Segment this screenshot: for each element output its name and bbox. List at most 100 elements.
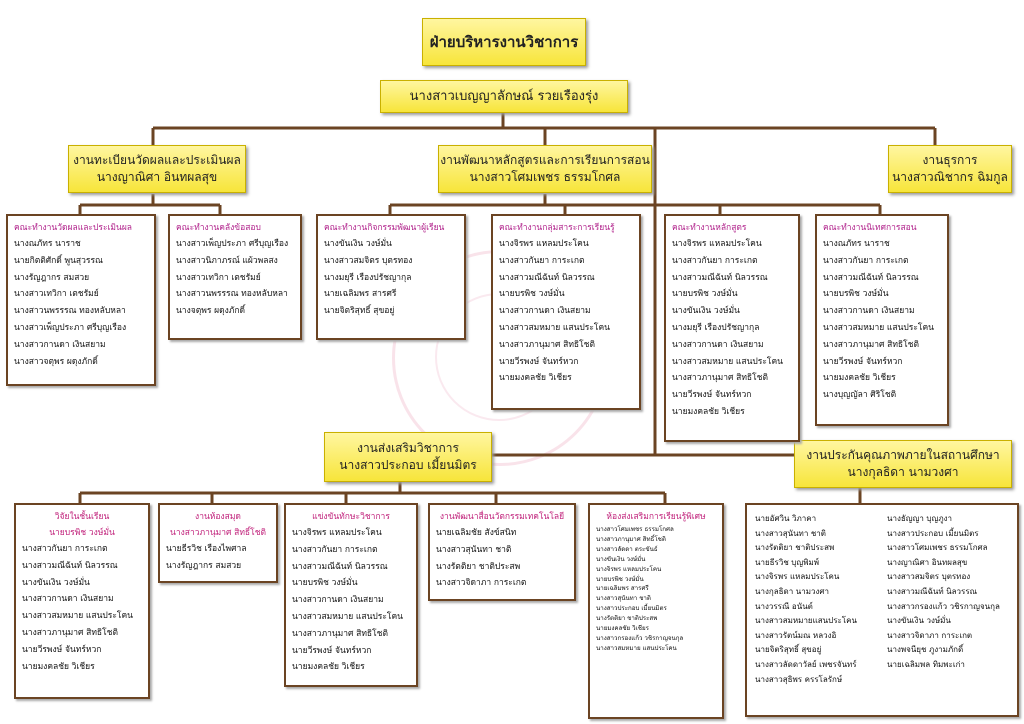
dept-registration-title: งานทะเบียนวัดผลและประเมินผล	[73, 153, 241, 167]
member-name: นายจิตริสุทธิ์ สุขอยู่	[755, 645, 822, 655]
member-name: นางสาวกันยา การะเกต	[22, 544, 108, 554]
member-list: นางจิรพร แหลมประโคนนางสาวกันยา การะเกตนา…	[672, 236, 792, 421]
member-name: นางสาวนิภาภรณ์ แผ้วพลสง	[176, 255, 278, 266]
member-name: นายเฉลิมพร สารศรี	[324, 289, 397, 300]
member-name: นายธีรวิช บุญพิมพ์	[755, 557, 820, 567]
member-list: นางณภัทร นาราชนายกิตติศักดิ์ พูนสุวรรณนา…	[14, 236, 148, 370]
member-name: นางสาวรัตน์มณ หลวงอิ	[755, 630, 837, 640]
member-name: นายวีรพงษ์ จันทร์หวก	[292, 645, 372, 656]
dept-promotion-head: นางสาวประกอบ เมี้ยนมิตร	[339, 458, 477, 472]
member-name: นางณภัทร นาราช	[14, 239, 81, 249]
member-list: นางสาวโศมเพชร ธรรมโกศลนางสาวภานุมาศ สิทธ…	[596, 525, 716, 654]
member-name: นางสาวสมหมาย แสนประโคน	[672, 356, 783, 367]
member-name: นางสาวภานุมาศ สิทธิโชติ	[292, 628, 388, 639]
member-name: นางสาวกันยา การะเกต	[292, 544, 378, 555]
member-name: นางขันเงิน วงษ์มั่น	[672, 306, 740, 317]
committee-title: วิจัยในชั้นเรียน	[54, 512, 110, 522]
member-name: นางสาวลัดดา ตระขันธ์	[596, 545, 658, 553]
committee-special-rooms: ห้องส่งเสริมการเรียนรู้พิเศษ นางสาวโศมเพ…	[588, 503, 724, 719]
dept-qa-title: งานประกันคุณภาพภายในสถานศึกษา	[806, 448, 1000, 462]
member-list: นางณภัทร นาราชนางสาวกันยา การะเกตนางสาวม…	[823, 236, 941, 404]
member-list: นางจิรพร แหลมประโคนนางสาวกันยา การะเกตนา…	[292, 525, 410, 676]
member-list: นายเฉลิมชัย สังข์สนิทนางสาวสุนันทา ชาติน…	[436, 525, 568, 592]
member-name: นางสาวภานุมาศ สิทธิโชติ	[672, 373, 768, 384]
committee-title: คณะทำงานกลุ่มสาระการเรียนรู้	[499, 223, 615, 233]
member-name: นางสาวกานดา เงินสยาม	[292, 595, 384, 606]
member-name: นางสาวสมจิตร บุตรทอง	[887, 572, 971, 582]
root-head-box: นางสาวเบญญาลักษณ์ รวยเรืองรุ่ง	[380, 80, 628, 113]
member-name: นางสาวนพรรรณ ทองหลับหลา	[176, 289, 288, 300]
member-name: นางสาวสุนันทา ชาติ	[596, 595, 651, 603]
member-list-right: นางธัญญา บุญภูงานางสาวประกอบ เมี้ยนมิตรน…	[887, 512, 1000, 673]
member-name: นางสาวเทวิกา เตชรัมย์	[14, 289, 99, 300]
member-name: นางญาณิศา อินทผลสุข	[887, 557, 968, 567]
member-name: นางสาวมณีฉันท์ นิลวรรณ	[823, 272, 919, 283]
member-name: นางรัตติยา ชาติประสพ	[436, 561, 521, 572]
member-name: นางสาวสมหมายแสนประโคน	[755, 616, 857, 626]
member-name: นางสาวกรองแก้ว วชิรกาญจนกุล	[596, 634, 684, 642]
dept-general: งานธุรการ นางสาวณิชากร ฉิมกูล	[888, 145, 1012, 193]
member-name: นางสาวสมหมาย แสนประโคน	[499, 322, 610, 333]
member-name: นางสาวภานุมาศ สิทธิ์โชติ	[596, 535, 666, 543]
member-name: นายอัศวิน วิภาคา	[755, 514, 817, 523]
member-name: นางสาวกรองแก้ว วชิรกาญจนกุล	[887, 601, 1000, 611]
member-name: นางณภัทร นาราช	[823, 239, 890, 249]
dept-registration-head: นางญาณิศา อินทผลสุข	[96, 170, 218, 184]
member-name: นางธัญญา บุญภูงา	[887, 514, 952, 523]
member-name: นางจิรพร แหลมประโคน	[292, 528, 382, 538]
member-list-left: นายอัศวิน วิภาคานางสาวสุนันทา ชาตินางรัต…	[755, 512, 857, 687]
member-name: นางขันเงิน วงษ์มั่น	[887, 616, 951, 626]
member-name: นางมยุรี เรืองปรัชญากุล	[672, 322, 760, 333]
member-name: นางสาวมณีฉันท์ นิลวรรณ	[499, 272, 595, 283]
member-name: นางสาวสมจิตร บุตรทอง	[324, 255, 413, 266]
member-name: นางกุลธิดา นามวงศา	[755, 586, 829, 596]
member-name: นางขันเงิน วงษ์มั่น	[22, 577, 90, 588]
dept-registration: งานทะเบียนวัดผลและประเมินผล นางญาณิศา อิ…	[68, 145, 246, 193]
member-name: นางสาวลัดดาวัลย์ เพชรจันทร์	[755, 659, 857, 669]
member-name: นายบรพิช วงษ์มั่น	[823, 289, 889, 300]
member-name: นายวีรพงษ์ จันทร์หวก	[823, 356, 903, 367]
member-name: นายธีรวิช เรืองไพศาล	[166, 544, 247, 554]
member-list: นางสาวเพ็ญประภา ศรีบุญเรืองนางสาวนิภาภรณ…	[176, 236, 294, 320]
member-name: นางสาวโศมเพชร ธรรมโกศล	[887, 543, 988, 553]
member-name: นายจิตริสุทธิ์ สุขอยู่	[324, 306, 395, 317]
member-name: นายมงคลชัย วิเชียร	[596, 625, 649, 633]
member-list: นายธีรวิช เรืองไพศาลนางรัญฎากร สมสวย	[166, 541, 270, 575]
member-name: นางสาวกันยา การะเกต	[499, 255, 585, 266]
member-name: นางบุญญัลา ศิริโชติ	[823, 390, 897, 401]
member-name: นางสาวกานดา เงินสยาม	[499, 306, 591, 317]
member-name: นางสาวประกอบ เมี้ยนมิตร	[887, 528, 979, 538]
member-name: นางสาวกานดา เงินสยาม	[14, 339, 106, 350]
member-name: นายบรพิช วงษ์มั่น	[596, 575, 644, 583]
committee-qa-members: นายอัศวิน วิภาคานางสาวสุนันทา ชาตินางรัต…	[745, 503, 1019, 717]
member-name: นายวีรพงษ์ จันทร์หวก	[22, 644, 102, 655]
member-name: นางมยุรี เรืองปรัชญากุล	[324, 272, 412, 283]
committee-subject-groups: คณะทำงานกลุ่มสาระการเรียนรู้ นางจิรพร แห…	[491, 214, 641, 410]
member-name: นายมงคลชัย วิเชียร	[672, 406, 745, 417]
root-title-box: ฝ่ายบริหารงานวิชาการ	[422, 18, 586, 66]
member-name: นางสาวภานุมาศ สิทธิโชติ	[823, 339, 919, 350]
member-name: นายวีรพงษ์ จันทร์หวก	[672, 390, 752, 401]
committee-title: แข่งขันทักษะวิชาการ	[312, 512, 390, 522]
committee-title: คณะทำงานกิจกรรมพัฒนาผู้เรียน	[324, 223, 445, 233]
dept-promotion: งานส่งเสริมวิชาการ นางสาวประกอบ เมี้ยนมิ…	[324, 432, 492, 482]
member-name: นางสาวโศมเพชร ธรรมโกศล	[596, 526, 674, 533]
member-name: นางสาวสมหมาย แสนประโคน	[292, 611, 403, 622]
member-name: นางสาวมณีฉันท์ นิลวรรณ	[672, 272, 768, 283]
member-name: นางวรรณี อนันต์	[755, 601, 813, 611]
member-name: นางสาวจิดาภา การะเกต	[887, 630, 973, 640]
member-name: นางสาวภานุมาศ สิทธิโชติ	[499, 339, 595, 350]
member-name: นางสาวสมหมาย แสนประโคน	[823, 322, 934, 333]
root-head: นางสาวเบญญาลักษณ์ รวยเรืองรุ่ง	[409, 89, 599, 104]
committee-title: คณะทำงานวัดผลและประเมินผล	[14, 223, 133, 233]
member-name: นางจิรพร แหลมประโคน	[499, 239, 589, 249]
member-name: นายบรพิช วงษ์มั่น	[672, 289, 738, 300]
member-name: นายมงคลชัย วิเชียร	[22, 661, 95, 672]
member-name: นางสาวจิดาภา การะเกต	[436, 578, 527, 589]
member-name: นางสาวสมหมาย แสนประโคน	[22, 611, 133, 622]
member-name: นางสาวมณีฉันท์ นิลวรรณ	[887, 586, 978, 596]
committee-competition: แข่งขันทักษะวิชาการ นางจิรพร แหลมประโคนน…	[284, 503, 418, 687]
member-name: นายเฉลิมชัย สังข์สนิท	[436, 528, 517, 538]
member-name: นางสาวเพ็ญประภา ศรีบุญเรือง	[14, 322, 127, 333]
committee-media: งานพัฒนาสื่อนวัตกรรมเทคโนโลยี นายเฉลิมชั…	[428, 503, 576, 601]
